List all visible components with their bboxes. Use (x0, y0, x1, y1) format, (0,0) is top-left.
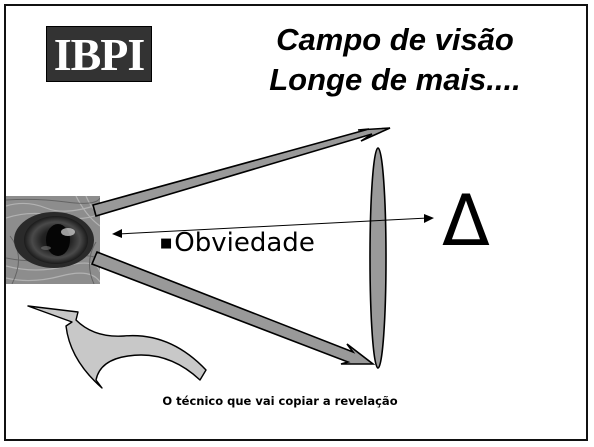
bullet-label: Obviedade (174, 228, 315, 258)
thin-arrowhead-right (424, 214, 434, 223)
thin-arrowhead-left (112, 229, 122, 238)
title-line-2: Longe de mais.... (269, 62, 521, 97)
lower-sight-arrow (90, 250, 376, 365)
thin-distance-line (117, 217, 429, 235)
eye-photo (6, 196, 100, 284)
curved-return-arrow-icon (27, 305, 207, 389)
ibpi-logo: IBPI (46, 26, 152, 82)
title-line-1: Campo de visão (276, 22, 514, 57)
lens-shape (369, 147, 387, 369)
upper-sight-arrow (92, 127, 391, 217)
bullet-square-icon: ■ (160, 236, 173, 251)
caption-text: O técnico que vai copiar a revelação (162, 394, 398, 408)
delta-symbol: Δ (442, 180, 490, 262)
bullet-obviedade: ■Obviedade (160, 228, 315, 258)
